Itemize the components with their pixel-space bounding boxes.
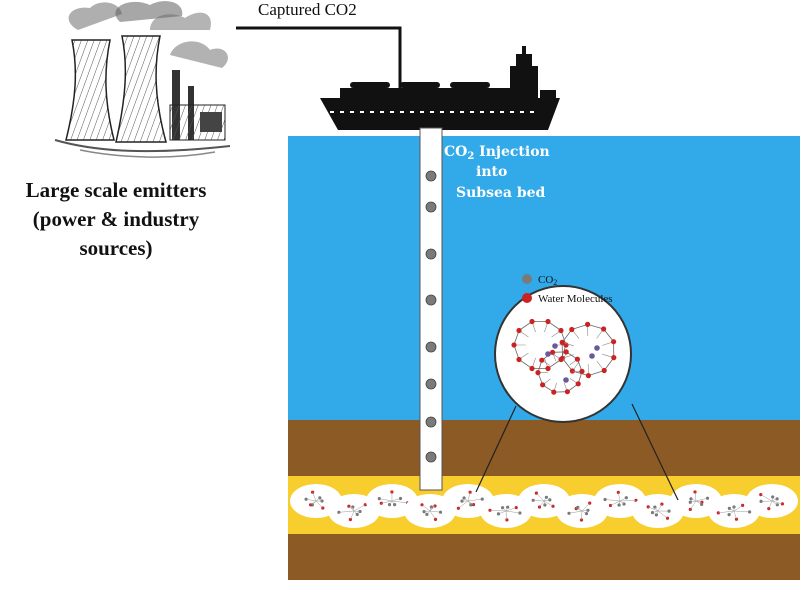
legend-water-dot — [522, 293, 532, 303]
legend-water-label: Water Molecules — [538, 293, 613, 305]
hydrate-magnifier: CO2 Water Molecules — [494, 274, 632, 423]
caption-line-1: Large scale emitters — [25, 178, 207, 202]
co2-particle — [425, 201, 437, 213]
co2-particle — [425, 294, 437, 306]
co2-particle — [425, 378, 437, 390]
sediment-lower — [288, 534, 800, 580]
factory-sketch — [54, 1, 231, 158]
zoom-line-right — [631, 403, 679, 501]
injection-label: CO2 Injection into Subsea bed — [444, 144, 555, 201]
caption-line-3: sources) — [79, 236, 153, 260]
hydrate-cluster — [746, 484, 798, 518]
pipeline-label: Captured CO2 — [258, 0, 357, 19]
co2-particles — [425, 170, 437, 463]
emitters-caption: Large scale emitters (power & industry s… — [0, 176, 232, 263]
co2-particle — [425, 248, 437, 260]
caption-line-2: (power & industry — [32, 207, 200, 231]
co2-particle — [425, 341, 437, 353]
legend-co2-dot — [522, 274, 532, 284]
pipeline — [236, 26, 402, 92]
ship — [320, 46, 560, 130]
injection-pipe — [419, 127, 443, 491]
legend-co2-label: CO2 — [538, 274, 557, 287]
co2-particle — [425, 170, 437, 182]
co2-particle — [425, 416, 437, 428]
hydrate-clusters — [290, 484, 798, 528]
zoom-line-left — [475, 405, 517, 493]
co2-particle — [425, 451, 437, 463]
sediment-upper — [288, 420, 800, 476]
